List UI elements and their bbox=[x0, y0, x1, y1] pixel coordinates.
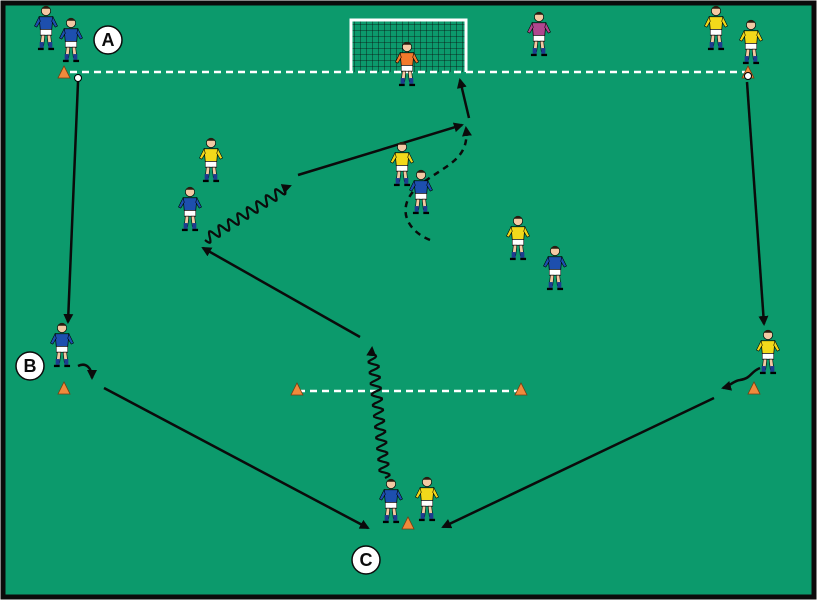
station-label-a: A bbox=[93, 25, 123, 55]
cone-icon bbox=[747, 381, 761, 395]
station-letter-a: A bbox=[102, 30, 115, 50]
station-label-c: C bbox=[351, 545, 381, 575]
cone-icon bbox=[401, 516, 415, 530]
arrow-b-curl bbox=[77, 363, 97, 380]
cone-icon bbox=[514, 382, 528, 396]
station-label-b: B bbox=[15, 351, 45, 381]
station-letter-c: C bbox=[360, 550, 373, 570]
arrow-b-to-c bbox=[103, 386, 370, 530]
dribble-vertical bbox=[366, 346, 391, 479]
station-letter-b: B bbox=[24, 356, 37, 376]
arrow-pass-to-goal bbox=[297, 122, 464, 177]
ball-icon bbox=[744, 72, 752, 80]
balls bbox=[74, 72, 752, 82]
arrow-right-curl bbox=[721, 366, 761, 391]
arrow-shot bbox=[456, 78, 471, 119]
cone-icon bbox=[57, 381, 71, 395]
arrow-a-to-b bbox=[63, 81, 80, 324]
arrow-right-down bbox=[745, 81, 769, 326]
cone-icon bbox=[57, 65, 71, 79]
cones bbox=[57, 65, 761, 530]
ball-icon bbox=[74, 74, 82, 82]
arrow-right-to-c bbox=[441, 396, 715, 529]
arrow-diagonal-up bbox=[201, 246, 361, 339]
movement-arrows bbox=[63, 78, 769, 530]
cone-icon bbox=[290, 382, 304, 396]
dribble-diagonal bbox=[204, 184, 292, 245]
